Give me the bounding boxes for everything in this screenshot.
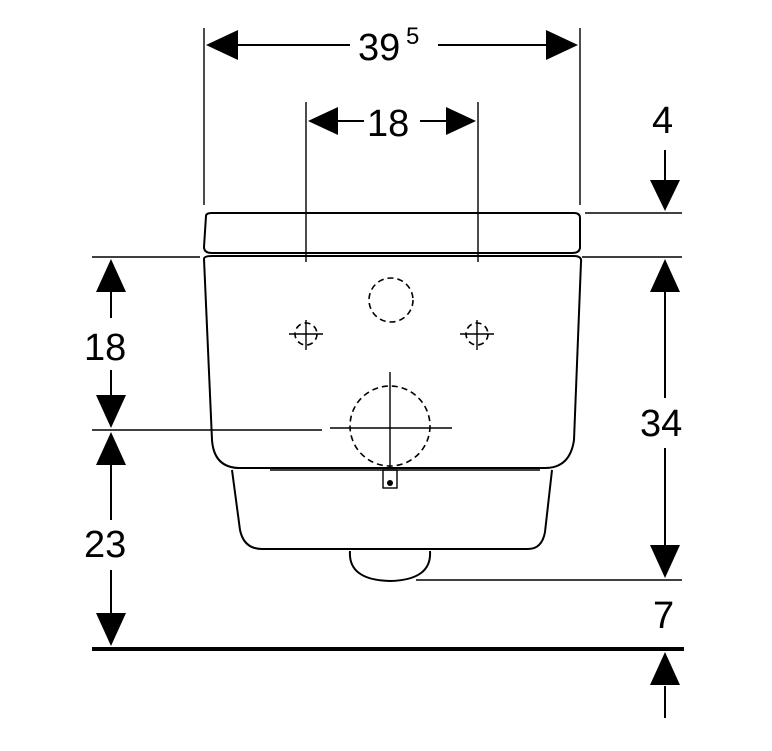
arrow-left-icon	[308, 107, 338, 135]
bottom-clearance-dimension: 7	[650, 595, 680, 718]
water-inlet-circle	[368, 277, 414, 323]
arrow-down-icon	[650, 180, 680, 211]
overall-width-label: 39	[358, 27, 400, 69]
body-height-label: 34	[640, 403, 682, 445]
fixing-spacing-label: 18	[367, 103, 409, 145]
lid-height-label: 4	[652, 100, 673, 142]
drain-marker	[382, 469, 398, 489]
fixing-height-label: 18	[84, 327, 126, 369]
bottom-clearance-label: 7	[653, 595, 674, 637]
hidden-features	[289, 277, 494, 468]
overall-width-dimension: 39 5	[203, 23, 581, 205]
arrow-up-icon	[650, 652, 680, 685]
arrow-left-icon	[206, 30, 238, 60]
drain-marker-dot	[387, 480, 393, 486]
bowl-base	[231, 469, 553, 550]
arrow-down-icon	[96, 395, 126, 428]
arrow-right-icon	[546, 30, 578, 60]
toilet-outline	[202, 212, 583, 583]
seat-lid	[202, 212, 581, 254]
arrow-right-icon	[446, 107, 476, 135]
outlet-height-dimension: 23	[84, 432, 126, 646]
overall-width-superscript: 5	[406, 23, 419, 50]
fixing-height-dimension: 18	[84, 256, 322, 431]
arrow-down-icon	[650, 545, 680, 578]
arrow-down-icon	[96, 613, 126, 646]
outlet-bulge	[348, 550, 432, 583]
body-height-dimension: 34	[416, 256, 682, 581]
arrow-up-icon	[96, 432, 126, 465]
arrow-up-icon	[650, 259, 680, 292]
arrow-up-icon	[96, 259, 126, 292]
outlet-height-label: 23	[84, 524, 126, 566]
fixing-spacing-dimension: 18	[305, 102, 479, 262]
lid-height-dimension: 4	[585, 100, 682, 214]
bowl-body	[202, 255, 583, 469]
